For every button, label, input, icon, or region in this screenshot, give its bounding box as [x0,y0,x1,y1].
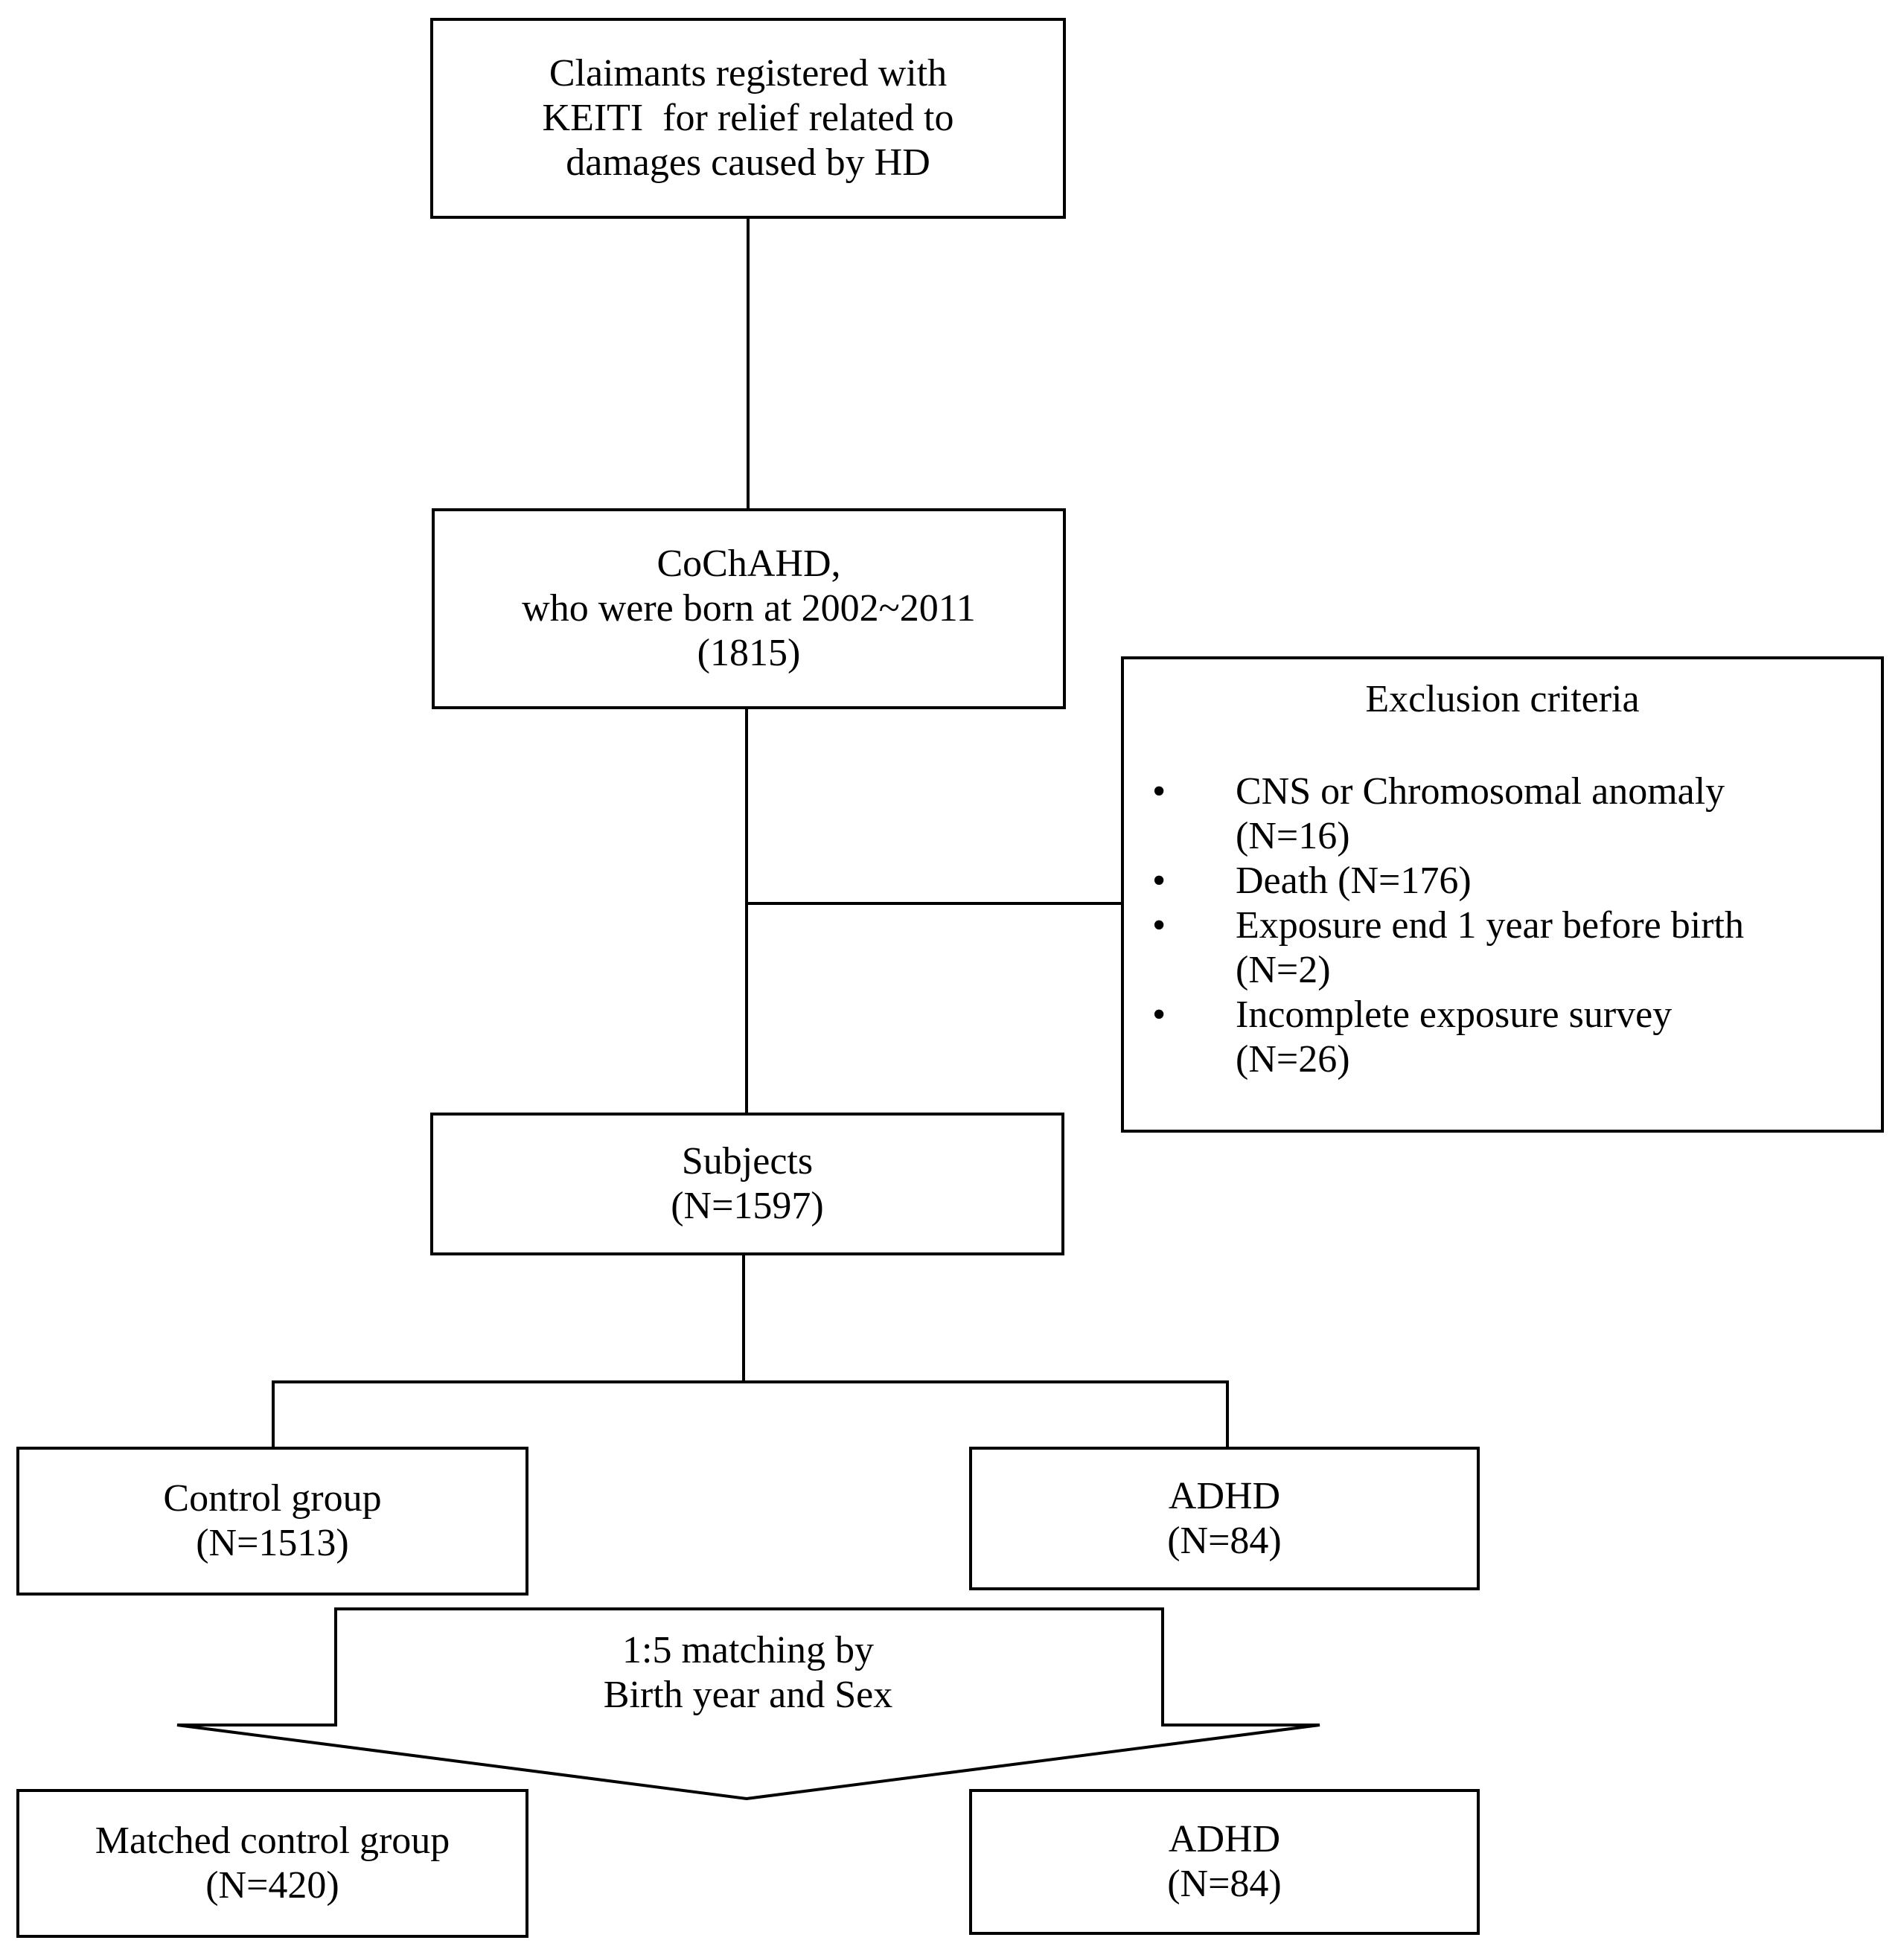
exclusion-title: Exclusion criteria [1365,678,1640,720]
claimants-line-2: KEITI for relief related to [542,97,954,139]
adhd-bottom-label: ADHD [1168,1818,1281,1860]
cochahd-line-1: CoChAHD, [657,543,841,585]
exclusion-item: • Incomplete exposure survey (N=26) [1124,993,1881,1082]
connector-subjects-split [742,1255,745,1382]
bullet-icon: • [1152,860,1166,902]
control-group-label: Control group [163,1477,382,1520]
matching-label: 1:5 matching by Birth year and Sex [476,1628,1020,1718]
connector-split-control [272,1380,275,1447]
exclusion-item-count: (N=26) [1236,1038,1350,1081]
bullet-icon: • [1152,993,1166,1036]
adhd-box-top: ADHD (N=84) [969,1447,1480,1590]
exclusion-item: • Death (N=176) [1124,859,1881,903]
exclusion-list: • CNS or Chromosomal anomaly (N=16) • De… [1124,769,1881,1082]
connector-cochahd-subjects [745,709,748,1113]
exclusion-item-count: (N=16) [1236,815,1350,857]
exclusion-item: • Exposure end 1 year before birth (N=2) [1124,903,1881,993]
exclusion-item: • CNS or Chromosomal anomaly (N=16) [1124,769,1881,859]
exclusion-criteria-box: Exclusion criteria • CNS or Chromosomal … [1121,656,1884,1133]
matched-control-label: Matched control group [95,1820,450,1862]
connector-split-adhd [1226,1380,1229,1447]
adhd-top-label: ADHD [1168,1474,1281,1517]
bullet-icon: • [1152,904,1166,947]
cochahd-box: CoChAHD, who were born at 2002~2011 (181… [432,508,1066,709]
cochahd-line-3: (1815) [697,632,801,674]
subjects-count: (N=1597) [671,1185,824,1227]
bullet-icon: • [1152,770,1166,813]
claimants-line-1: Claimants registered with [549,52,948,95]
matched-control-count: (N=420) [205,1864,339,1907]
subjects-label: Subjects [681,1140,814,1182]
matched-control-group-box: Matched control group (N=420) [16,1789,528,1938]
connector-split-horizontal [272,1380,1229,1383]
subjects-box: Subjects (N=1597) [430,1113,1064,1255]
connector-claimants-cochahd [747,219,750,509]
claimants-line-3: damages caused by HD [566,141,930,184]
control-group-count: (N=1513) [196,1522,349,1564]
exclusion-item-count: (N=2) [1236,949,1331,991]
adhd-top-count: (N=84) [1167,1519,1282,1562]
exclusion-item-text: Incomplete exposure survey [1236,993,1673,1036]
adhd-bottom-count: (N=84) [1167,1863,1282,1905]
exclusion-item-text: Death (N=176) [1236,860,1472,902]
connector-exclusion-branch [747,902,1122,905]
cochahd-line-2: who were born at 2002~2011 [522,587,976,630]
control-group-box: Control group (N=1513) [16,1447,528,1596]
exclusion-item-text: Exposure end 1 year before birth [1236,904,1744,947]
exclusion-item-text: CNS or Chromosomal anomaly [1236,770,1725,813]
matching-line-2: Birth year and Sex [603,1674,893,1716]
adhd-box-bottom: ADHD (N=84) [969,1789,1480,1935]
claimants-box: Claimants registered with KEITI for reli… [430,18,1066,219]
matching-line-1: 1:5 matching by [622,1629,874,1671]
